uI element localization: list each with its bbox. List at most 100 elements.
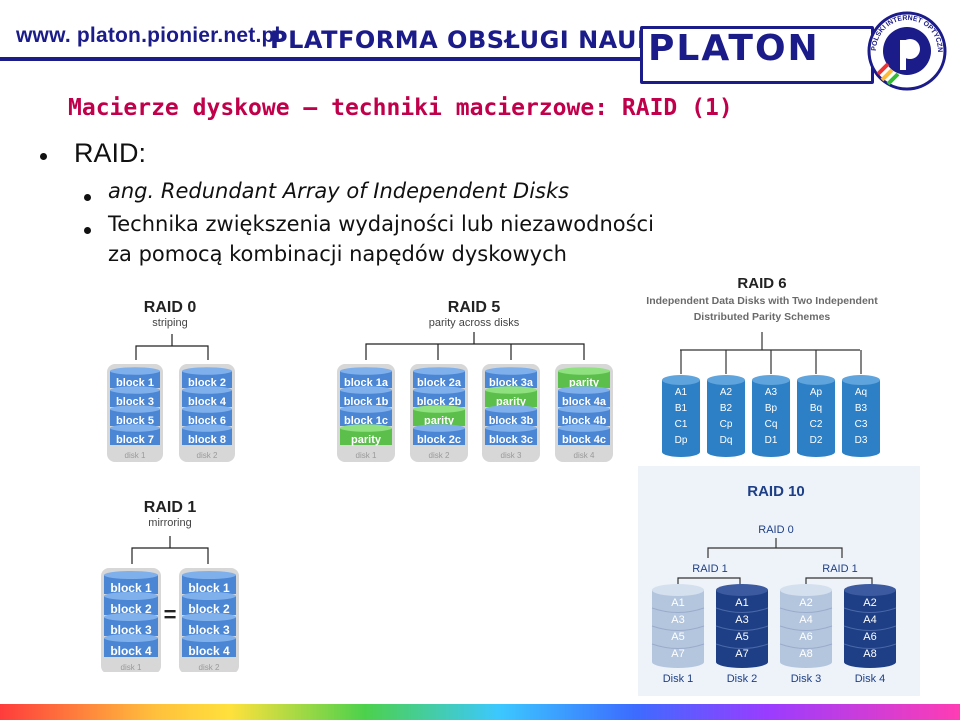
raid10-cell: A1 xyxy=(671,597,684,609)
site-url[interactable]: www. platon.pionier.net.pl xyxy=(16,24,281,47)
disk-block xyxy=(182,638,236,657)
block-label: block 3a xyxy=(489,377,534,389)
raid10-disk-ring xyxy=(779,625,833,631)
block-label: block 4c xyxy=(562,434,606,446)
block-label: block 1b xyxy=(344,396,389,408)
disk-block xyxy=(558,409,610,426)
equals-sign: = xyxy=(164,602,177,627)
raid10-title: RAID 10 xyxy=(747,483,805,500)
disk-label: disk 1 xyxy=(125,451,146,460)
raid6-subtitle-line1: Independent Data Disks with Two Independ… xyxy=(646,295,878,307)
disk-block-top xyxy=(182,634,236,642)
disk-block xyxy=(485,371,537,388)
raid1-connector xyxy=(131,547,209,564)
bullet-dot xyxy=(84,227,91,234)
raid10-connector xyxy=(677,577,741,588)
raid10-cell: A6 xyxy=(799,631,812,643)
disk-block-top xyxy=(485,424,537,432)
platon-brand: PLATON xyxy=(648,28,820,69)
disk-block-top xyxy=(104,634,158,642)
raid6-disk xyxy=(752,380,790,452)
disk-block xyxy=(182,575,236,594)
raid5-title: RAID 5 xyxy=(448,299,501,316)
disk-block xyxy=(110,428,160,445)
disk-block-top xyxy=(110,405,160,413)
brand-box xyxy=(640,26,874,84)
rainbow-footer-strip xyxy=(0,704,960,720)
raid6-disk-bottom xyxy=(752,447,790,457)
disk-block-top xyxy=(413,424,465,432)
disk-block xyxy=(182,409,232,426)
raid6-disk xyxy=(707,380,745,452)
raid0-title: RAID 0 xyxy=(144,299,197,316)
block-label: block 1a xyxy=(344,377,389,389)
raid10-cell: A5 xyxy=(735,631,748,643)
raid10-disk-ring xyxy=(843,607,897,613)
raid10-cell: A5 xyxy=(671,631,684,643)
raid10-disk xyxy=(652,590,704,662)
disk-block xyxy=(110,371,160,388)
disk-block xyxy=(104,638,158,657)
raid6-cell: A3 xyxy=(765,387,778,398)
raid6-disk-top xyxy=(842,375,880,385)
disk-block-top xyxy=(485,367,537,375)
raid10-disk-bottom xyxy=(652,656,704,668)
disk-block-top xyxy=(182,613,236,621)
raid10-connector xyxy=(805,577,873,588)
disk-block-top xyxy=(340,424,392,432)
disk-block xyxy=(558,371,610,388)
disk-block-top xyxy=(182,592,236,600)
block-label: block 2 xyxy=(188,377,226,389)
block-label: block 8 xyxy=(188,434,226,446)
disk-label: disk 1 xyxy=(356,451,377,460)
raid6-disk-bottom xyxy=(842,447,880,457)
slide-title: Macierze dyskowe – techniki macierzowe: … xyxy=(68,95,733,121)
disk-block xyxy=(110,409,160,426)
disk-block xyxy=(485,390,537,407)
raid10-top-label: RAID 0 xyxy=(758,524,793,536)
disk-block-top xyxy=(182,367,232,375)
block-label: block 3 xyxy=(110,623,152,637)
raid10-group-label: RAID 1 xyxy=(822,563,857,575)
platform-name: PLATFORMA OBSŁUGI NAUKI xyxy=(270,26,666,54)
raid5-subtitle: parity across disks xyxy=(429,317,520,329)
bullet-technique-line1: Technika zwiększenia wydajności lub niez… xyxy=(108,212,654,236)
raid10-disk-ring xyxy=(715,607,769,613)
disk-block-top xyxy=(558,424,610,432)
raid6-cell: Bq xyxy=(810,403,822,414)
disk-block xyxy=(182,371,232,388)
block-label: block 4 xyxy=(188,644,230,658)
raid10-disk-ring xyxy=(843,643,897,649)
raid6-cell: C3 xyxy=(855,419,868,430)
raid10-disk-ring xyxy=(715,643,769,649)
raid10-disk-label: Disk 4 xyxy=(855,673,886,685)
disk-block-top xyxy=(104,613,158,621)
disk-label: disk 4 xyxy=(574,451,595,460)
disk-block xyxy=(340,390,392,407)
disk-block xyxy=(182,596,236,615)
disk-block xyxy=(104,575,158,594)
raid10-disk xyxy=(716,590,768,662)
raid10-disk-ring xyxy=(843,625,897,631)
raid10-cell: A8 xyxy=(863,648,876,660)
raid10-disk-label: Disk 2 xyxy=(727,673,758,685)
disk-block-top xyxy=(110,367,160,375)
raid1-subtitle: mirroring xyxy=(148,517,191,529)
raid6-cell: B1 xyxy=(675,403,688,414)
raid10-connector xyxy=(707,547,843,558)
block-label: block 3c xyxy=(489,434,533,446)
raid10-disk-ring xyxy=(779,643,833,649)
disk-block-top xyxy=(485,386,537,394)
raid6-cell: Cp xyxy=(720,419,733,430)
raid6-cell: Cq xyxy=(765,419,778,430)
raid10-disk-top xyxy=(844,584,896,596)
block-label: block 1 xyxy=(188,581,230,595)
raid10-disk-ring xyxy=(651,607,705,613)
